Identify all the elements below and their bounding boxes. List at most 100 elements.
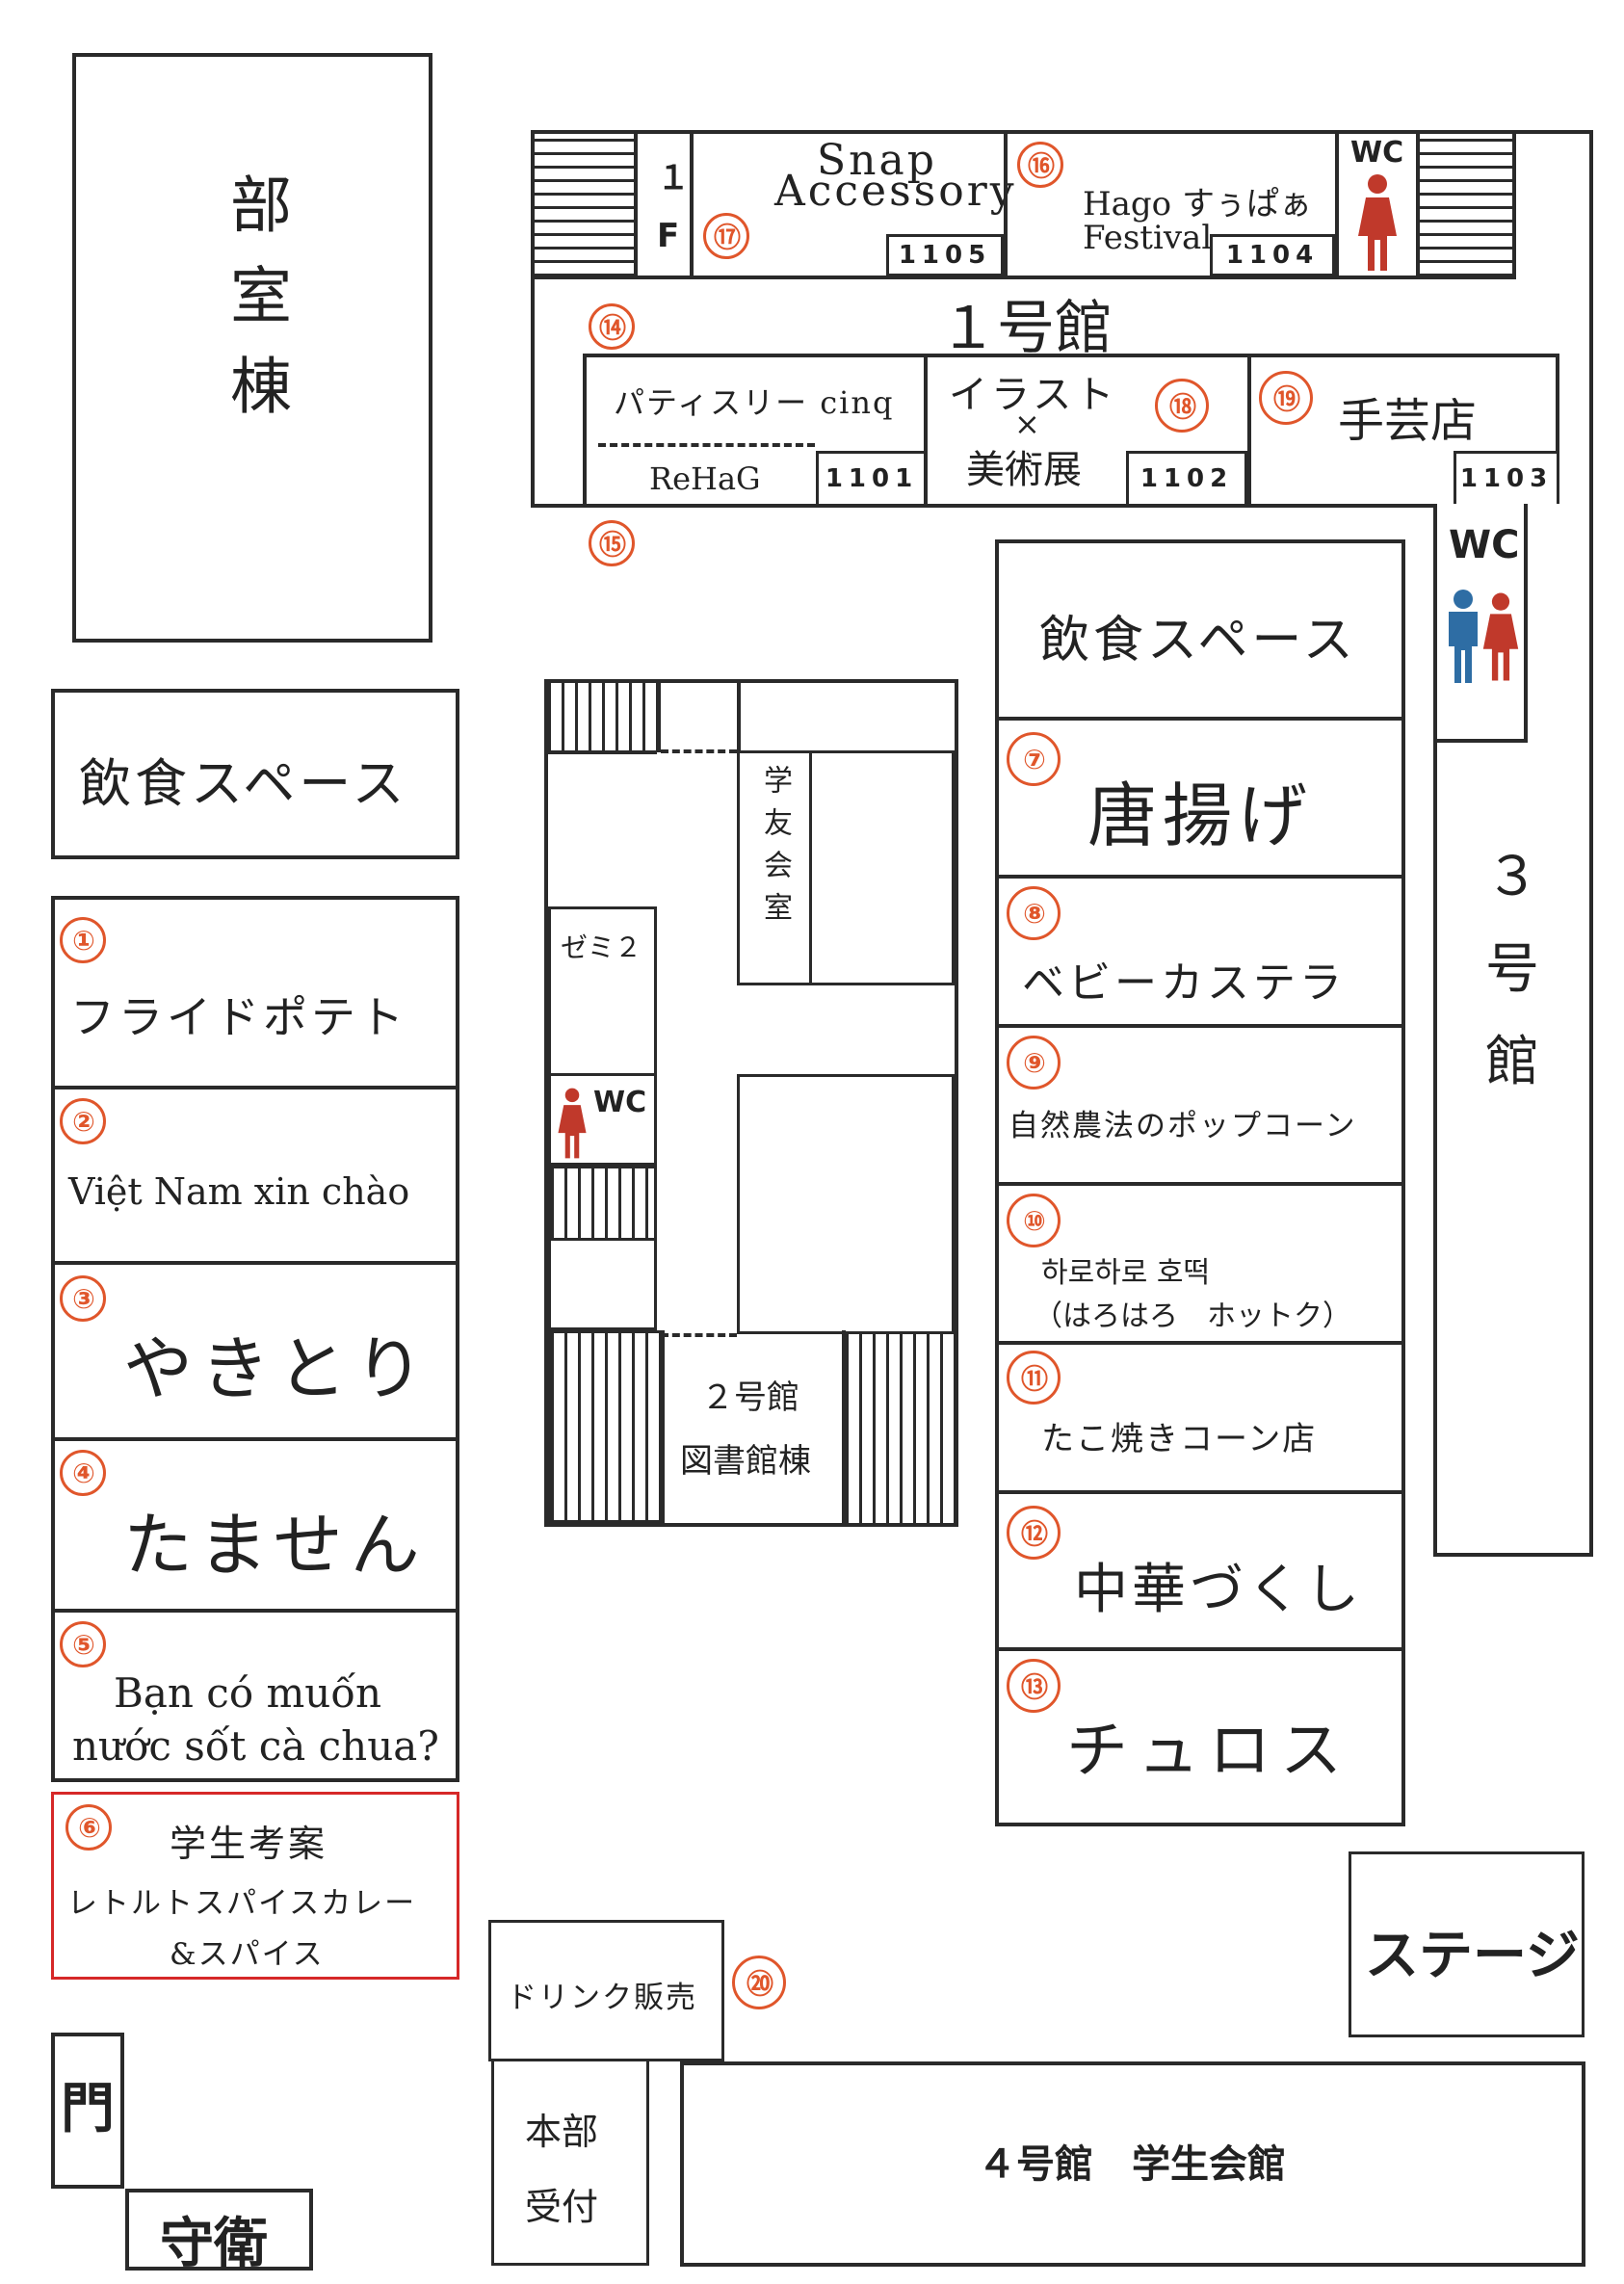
stall-name-line2: レトルトスパイスカレー [67, 1886, 417, 1921]
divider [661, 749, 737, 753]
wc-3[interactable]: WC [1433, 504, 1528, 743]
gate-label: 門 [61, 2078, 115, 2140]
gakuyukai-room[interactable]: 学友会室 [737, 750, 812, 985]
stall-1[interactable]: ① フライドポテト [51, 896, 459, 1089]
stage-label: ステージ [1365, 1925, 1580, 1987]
female-restroom-icon [1482, 592, 1519, 681]
stairs-2-top [548, 683, 657, 752]
exhibit-name: 手芸店 [1338, 394, 1478, 448]
stall-4[interactable]: ④ たません [51, 1440, 459, 1612]
room-1105[interactable]: Snap Accessory ⑰ 1105 [694, 134, 1014, 276]
stall-name: チュロス [1066, 1716, 1351, 1787]
room-number: 1102 [1126, 451, 1247, 507]
guard-house: 守衛 [125, 2189, 313, 2275]
stall-6[interactable]: ⑥ 学生考案 レトルトスパイスカレー &スパイス [51, 1792, 459, 1980]
room-1103[interactable]: ⑲ 手芸店 1103 [1251, 357, 1559, 507]
building-2-label: ２号館 [701, 1378, 799, 1417]
wc-label: WC [1449, 523, 1520, 567]
stall-number-badge: ⑩ [1007, 1194, 1061, 1247]
stall-name-line1: Bạn có muốn [114, 1669, 382, 1717]
floor-label: １F [657, 159, 690, 255]
location-number-14: ⑭ [589, 303, 635, 350]
stall-9[interactable]: ⑨ 自然農法のポップコーン [999, 1028, 1401, 1182]
stall-5[interactable]: ⑤ Bạn có muốn nước sốt cà chua? [51, 1612, 459, 1782]
stairs-2-mid [548, 1166, 657, 1241]
exhibit-name-bottom: ReHaG [649, 460, 761, 497]
location-number-15: ⑮ [589, 520, 635, 566]
building-3-label: ３号館 [1483, 831, 1541, 1109]
stairs-2-bottom-right [846, 1334, 955, 1523]
library-label: 図書館棟 [680, 1442, 811, 1481]
headquarters-reception[interactable]: 本部 受付 [491, 2059, 649, 2266]
room-number: 1101 [816, 451, 928, 507]
female-restroom-icon [1358, 174, 1397, 271]
stall-8[interactable]: ⑧ ベビーカステラ [999, 879, 1401, 1025]
room-number: 1105 [886, 234, 1004, 276]
room-1101[interactable]: パティスリー cinq ReHaG 1101 [587, 357, 928, 507]
stall-name-line3: &スパイス [170, 1937, 325, 1972]
divider [598, 443, 815, 447]
exhibit-name-line2: Festival [1083, 219, 1213, 257]
room-number: 1103 [1454, 451, 1559, 507]
stall-number-badge: ⑫ [1007, 1506, 1061, 1560]
room-block-2a [809, 750, 955, 985]
stall-2[interactable]: ② Việt Nam xin chào [51, 1089, 459, 1264]
clubhouse-building: 部室棟 [72, 53, 432, 643]
stage: ステージ [1349, 1851, 1585, 2037]
wc-1f[interactable]: WC [1339, 134, 1416, 276]
exhibit-number-badge: ⑰ [703, 213, 749, 259]
stall-number-badge: ⑬ [1007, 1659, 1061, 1713]
library-label-box: ２号館 図書館棟 [665, 1334, 842, 1523]
stall-13[interactable]: ⑬ チュロス [999, 1651, 1401, 1823]
stall-name: たません [123, 1505, 428, 1586]
stall-name-line1: 하로하로 호떡 [1041, 1256, 1211, 1290]
stall-name: フライドポテト [70, 991, 407, 1043]
building-1-label: １号館 [939, 295, 1113, 362]
stall-number-badge: ⑤ [60, 1621, 106, 1667]
exhibit-name-line1: Snap [817, 136, 937, 185]
room-block-2c [737, 1074, 955, 1334]
building-4: ４号館 学生会館 [680, 2061, 1585, 2267]
drink-label: ドリンク販売 [507, 1981, 697, 2015]
stall-name: 中華づくし [1074, 1559, 1363, 1621]
stall-number-badge: ④ [60, 1450, 106, 1496]
stall-number-badge: ⑪ [1007, 1351, 1061, 1405]
room-number: 1104 [1210, 234, 1335, 276]
gakuyukai-label: 学友会室 [758, 765, 792, 934]
stall-number-badge: ⑦ [1007, 732, 1061, 786]
hq-label-line2: 受付 [525, 2186, 599, 2228]
stairs-2-bottom-left [548, 1330, 664, 1523]
guard-label: 守衛 [160, 2213, 268, 2275]
exhibit-number-badge: ⑱ [1155, 379, 1209, 433]
stall-7[interactable]: ⑦ 唐揚げ [999, 721, 1401, 877]
eating-space-right: 飲食スペース [999, 543, 1401, 719]
stall-name-line1: 学生考案 [170, 1823, 328, 1865]
stall-11[interactable]: ⑪ たこ焼きコーン店 [999, 1345, 1401, 1491]
location-number-20: ⑳ [732, 1956, 786, 2009]
stall-12[interactable]: ⑫ 中華づくし [999, 1494, 1401, 1648]
building-1-top-row [531, 130, 1516, 279]
drink-stand[interactable]: ドリンク販売 [488, 1920, 724, 2061]
exhibit-number-badge: ⑲ [1259, 371, 1313, 425]
stall-name-line2: （はろはろ ホットク） [1034, 1300, 1351, 1333]
stall-name-line2: nước sốt cà chua? [72, 1722, 439, 1770]
exhibit-name-line3: 美術展 [966, 448, 1082, 492]
zemi2-room[interactable]: ゼミ２ [548, 906, 657, 1076]
stall-number-badge: ⑧ [1007, 886, 1061, 940]
stall-3[interactable]: ③ やきとり [51, 1264, 459, 1439]
room-1102[interactable]: イラスト × 美術展 ⑱ 1102 [928, 357, 1247, 507]
room-1104[interactable]: ⑯ Hago すぅぱぁ Festival 1104 [1008, 134, 1335, 276]
exhibit-name-line1: Hago すぅぱぁ [1083, 185, 1312, 223]
gate: 門 [51, 2033, 124, 2189]
male-restroom-icon [1449, 590, 1478, 683]
divider [661, 1333, 737, 1337]
wc-2[interactable]: WC [548, 1073, 657, 1166]
exhibit-name-line2: × [1014, 406, 1040, 442]
stall-10[interactable]: ⑩ 하로하로 호떡 （はろはろ ホットク） [999, 1186, 1401, 1342]
wc-label: WC [593, 1086, 647, 1119]
building-4-label: ４号館 学生会館 [978, 2142, 1286, 2187]
eating-space-left-label: 飲食スペース [79, 753, 408, 814]
hq-label-line1: 本部 [525, 2111, 599, 2153]
stall-name: Việt Nam xin chào [68, 1170, 410, 1213]
exhibit-name-line1: イラスト [949, 373, 1118, 417]
